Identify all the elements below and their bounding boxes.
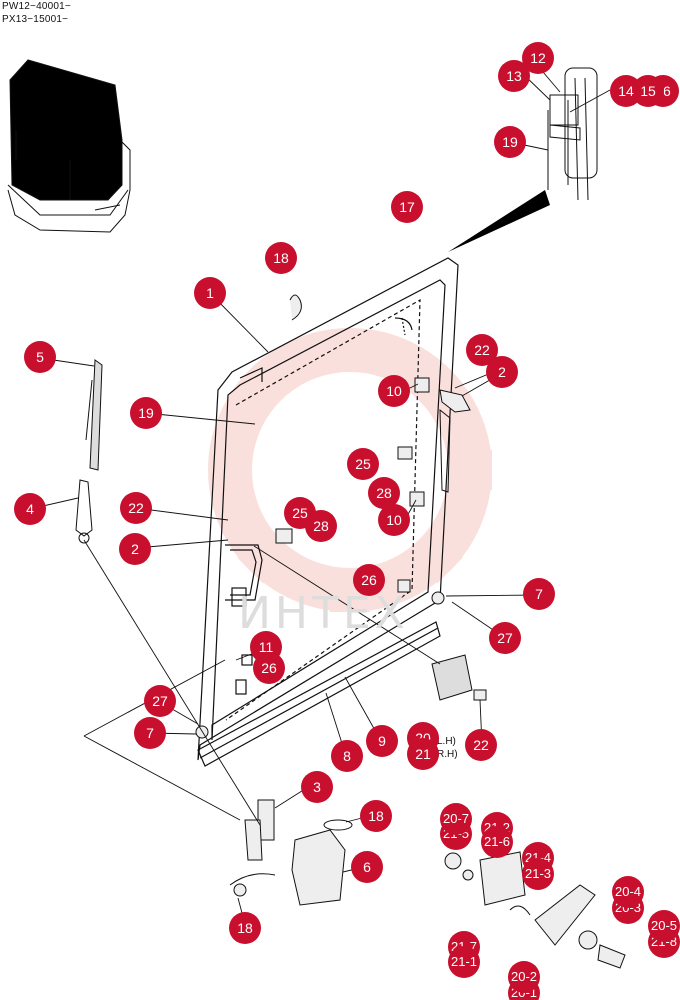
- door-frame: [197, 257, 459, 767]
- frame-parts: [195, 294, 487, 739]
- serial-range-2: PX13−15001−: [2, 14, 69, 25]
- callout-1[interactable]: 1: [194, 277, 226, 309]
- callout-22-left[interactable]: 22: [120, 492, 152, 524]
- callout-19-hinge[interactable]: 19: [494, 126, 526, 158]
- hinge-detail: [547, 67, 598, 201]
- callout-10-lower[interactable]: 10: [378, 504, 410, 536]
- serial-range-1: PW12−40001−: [2, 1, 71, 12]
- callout-3[interactable]: 3: [301, 771, 333, 803]
- callout-9[interactable]: 9: [366, 725, 398, 757]
- callout-25-upper[interactable]: 25: [347, 448, 379, 480]
- callout-18-sensor[interactable]: 18: [229, 912, 261, 944]
- callout-21-3[interactable]: 21-3: [522, 858, 554, 890]
- callout-21[interactable]: 21: [407, 738, 439, 770]
- callout-20-4[interactable]: 20-4: [612, 876, 644, 908]
- callout-7-right[interactable]: 7: [523, 578, 555, 610]
- callout-27-left[interactable]: 27: [144, 685, 176, 717]
- callout-2-lower[interactable]: 2: [119, 533, 151, 565]
- callout-21-6[interactable]: 21-6: [481, 826, 513, 858]
- cab-thumbnail: [7, 59, 131, 233]
- callout-2-upper[interactable]: 2: [486, 356, 518, 388]
- callout-28-upper[interactable]: 28: [368, 477, 400, 509]
- callout-5[interactable]: 5: [24, 341, 56, 373]
- detail-pointer: [448, 190, 550, 252]
- callout-20-7[interactable]: 20-7: [440, 803, 472, 835]
- lower-parts: [229, 799, 626, 969]
- callout-18-ring[interactable]: 18: [360, 800, 392, 832]
- callout-21-1[interactable]: 21-1: [448, 946, 480, 978]
- callout-14[interactable]: 14: [610, 75, 642, 107]
- side-note-lh: L.H): [437, 736, 456, 747]
- side-note-rh: R.H): [437, 749, 458, 760]
- callout-26-upper[interactable]: 26: [353, 564, 385, 596]
- watermark-text: ИНТЕХ: [238, 588, 409, 639]
- callout-17[interactable]: 17: [391, 191, 423, 223]
- callout-20-5[interactable]: 20-5: [648, 910, 680, 942]
- callout-8[interactable]: 8: [331, 740, 363, 772]
- callout-25-lower[interactable]: 25: [284, 497, 316, 529]
- callout-20-2[interactable]: 20-2: [508, 961, 540, 993]
- wiper: [75, 359, 103, 544]
- callout-6[interactable]: 6: [351, 851, 383, 883]
- callout-13[interactable]: 13: [498, 60, 530, 92]
- callout-10-upper[interactable]: 10: [378, 375, 410, 407]
- callout-18-clip[interactable]: 18: [265, 242, 297, 274]
- callout-27-right[interactable]: 27: [489, 622, 521, 654]
- leader-lines: [29, 71, 611, 929]
- callout-4[interactable]: 4: [14, 493, 46, 525]
- callout-22-lower[interactable]: 22: [465, 729, 497, 761]
- watermark-gear: [208, 328, 492, 612]
- callout-7-left[interactable]: 7: [134, 717, 166, 749]
- callout-19-frame[interactable]: 19: [130, 397, 162, 429]
- callout-26-lower[interactable]: 26: [253, 652, 285, 684]
